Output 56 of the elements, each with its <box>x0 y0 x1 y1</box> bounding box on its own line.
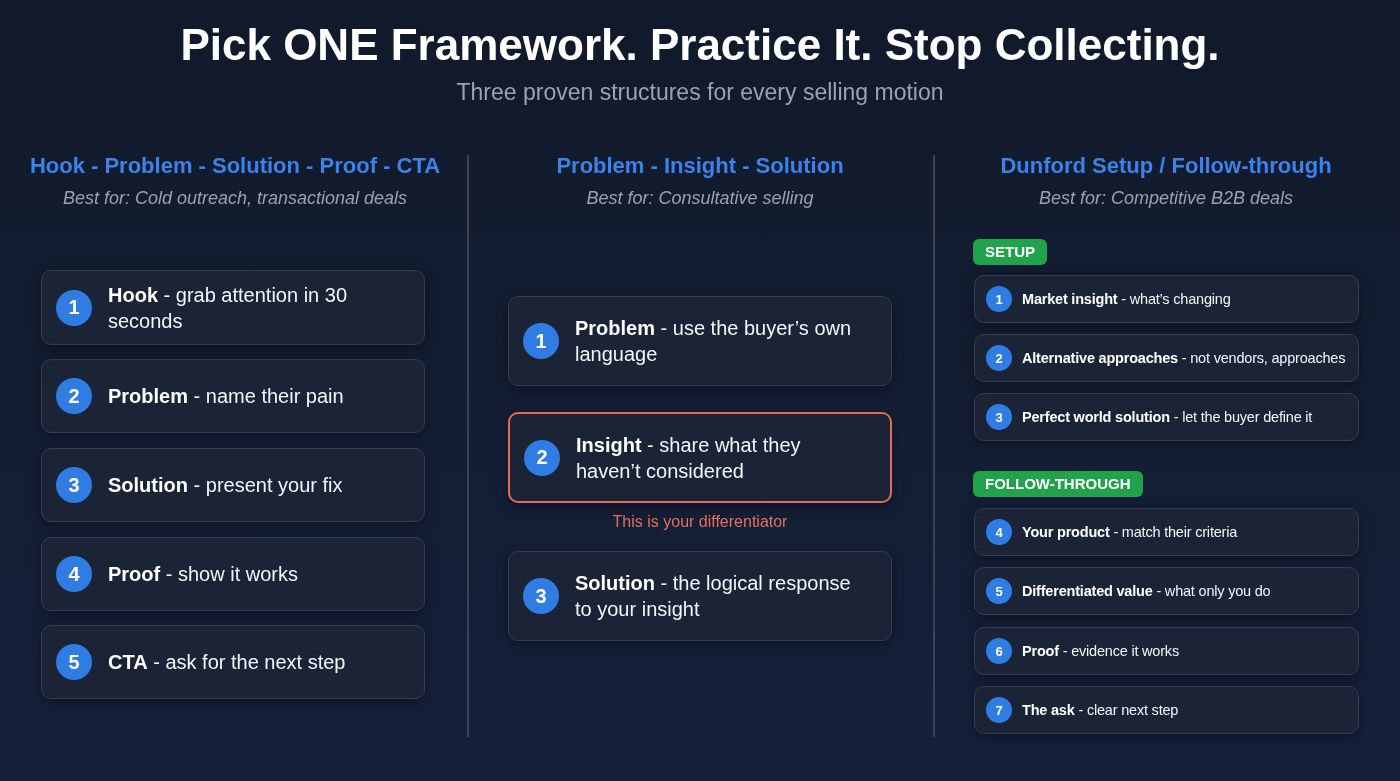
step-text: Solution - present your fix <box>108 473 343 498</box>
step-card <box>974 627 1359 675</box>
section-tag: SETUP <box>973 239 1047 265</box>
step-text: Differentiated value - what only you do <box>1022 582 1271 600</box>
step-card <box>974 393 1359 441</box>
step-text: Proof - show it works <box>108 562 299 587</box>
step-text: Problem - name their pain <box>108 384 344 409</box>
step-text: CTA - ask for the next step <box>108 650 346 675</box>
page-title: Pick ONE Framework. Practice It. Stop Collecting. <box>180 19 1220 71</box>
subtitle: Three proven structures for every selling motion <box>456 78 944 106</box>
step-card <box>974 275 1359 323</box>
step-text: Market insight - what’s changing <box>1022 290 1231 308</box>
step-number: 7 <box>986 697 1012 723</box>
step-text: Proof - evidence it works <box>1022 642 1179 660</box>
step-number: 1 <box>986 286 1012 312</box>
step-card <box>508 551 892 641</box>
section-tag: FOLLOW-THROUGH <box>973 471 1143 497</box>
step-text: Perfect world solution - let the buyer define it <box>1022 408 1313 426</box>
step-card <box>974 567 1359 615</box>
step-text: Alternative approaches - not vendors, approaches <box>1022 349 1346 367</box>
step-number: 4 <box>986 519 1012 545</box>
step-number: 2 <box>56 378 92 414</box>
step-number: 2 <box>986 345 1012 371</box>
use-case-note: Best for: Competitive B2B deals <box>1038 187 1294 209</box>
step-number: 6 <box>986 638 1012 664</box>
step-number: 4 <box>56 556 92 592</box>
step-text: Solution - the logical response to your insight <box>575 571 852 622</box>
step-number: 5 <box>56 644 92 680</box>
step-text: Hook - grab attention in 30 seconds <box>108 282 348 334</box>
step-card <box>41 625 425 699</box>
highlighted-step-card <box>508 412 892 503</box>
use-case-note: Best for: Cold outreach, transactional deals <box>62 187 408 209</box>
step-text: Insight - share what they haven’t considered <box>576 432 802 484</box>
framework-heading: Hook - Problem - Solution - Proof - CTA <box>29 153 441 179</box>
step-number: 2 <box>524 439 560 476</box>
step-text: The ask - clear next step <box>1022 701 1179 719</box>
step-number: 3 <box>986 404 1012 430</box>
step-card <box>41 270 425 345</box>
step-number: 5 <box>986 578 1012 604</box>
step-card <box>974 508 1359 556</box>
use-case-note: Best for: Consultative selling <box>586 187 814 209</box>
step-number: 3 <box>56 467 92 503</box>
step-card <box>41 359 425 433</box>
step-card <box>974 686 1359 734</box>
step-card <box>41 537 425 611</box>
step-card <box>508 296 892 386</box>
step-text: Your product - match their criteria <box>1022 523 1238 541</box>
step-number: 1 <box>56 289 92 326</box>
card-note: This is your differentiator <box>612 512 788 532</box>
step-card <box>41 448 425 522</box>
step-card <box>974 334 1359 382</box>
step-number: 3 <box>523 578 559 614</box>
step-number: 1 <box>523 323 559 359</box>
framework-heading: Problem - Insight - Solution <box>556 153 844 179</box>
framework-heading: Dunford Setup / Follow-through <box>1000 153 1332 179</box>
step-text: Problem - use the buyer’s own language <box>575 316 853 367</box>
